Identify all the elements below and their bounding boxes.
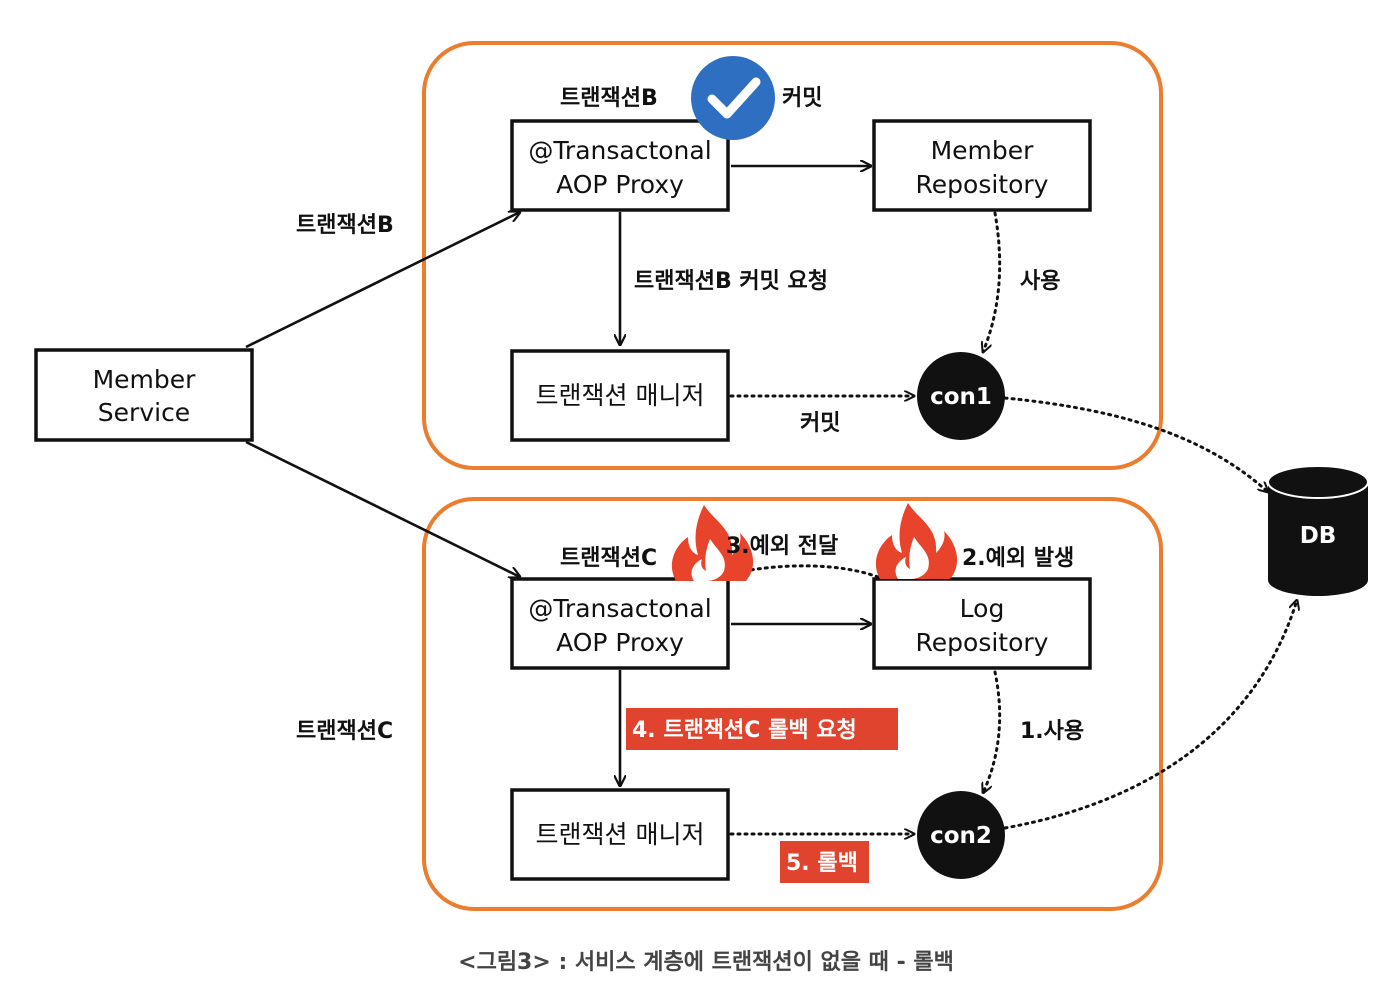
arrow-service-to-proxy-b: [245, 212, 520, 349]
transaction-c-group: [422, 497, 1163, 911]
exception-occur-label: 2.예외 발생: [962, 546, 1074, 571]
arrow-service-to-proxy-c: [245, 440, 520, 577]
con1-label: con1: [930, 384, 992, 410]
dotted-member-repo-to-con1: [983, 211, 1002, 352]
member-repository-line2: Repository: [916, 170, 1049, 199]
log-repository-line1: Log: [960, 594, 1005, 623]
transaction-manager-c-label: 트랜잭션 매니저: [536, 820, 705, 849]
database-node: DB: [1267, 465, 1369, 596]
dotted-log-repo-to-con2: [983, 670, 1002, 793]
rollback-label: 5. 롤백: [786, 851, 858, 876]
log-repository-node: Log Repository: [872, 577, 1092, 670]
transaction-b-left-label: 트랜잭션B: [296, 213, 394, 238]
con1-node: con1: [917, 352, 1005, 440]
database-label: DB: [1300, 523, 1337, 549]
aop-proxy-c-line2: AOP Proxy: [556, 628, 684, 657]
fire-icon: [671, 505, 754, 581]
member-service-node: Member Service: [34, 348, 254, 442]
con2-label: con2: [930, 823, 992, 849]
use-b-label: 사용: [1020, 269, 1060, 294]
use-c-label: 1.사용: [1020, 719, 1084, 744]
transaction-b-top-label: 트랜잭션B: [560, 86, 658, 111]
aop-proxy-c-line1: @Transactonal: [528, 594, 711, 623]
transaction-b-commit-request-label: 트랜잭션B 커밋 요청: [634, 269, 828, 294]
member-service-line2: Service: [98, 398, 190, 427]
rollback-badge: 5. 롤백: [780, 841, 869, 883]
commit-top-label: 커밋: [782, 86, 822, 111]
log-repository-line2: Repository: [916, 628, 1049, 657]
member-service-line1: Member: [93, 365, 197, 394]
dotted-con1-to-db: [1003, 396, 1268, 492]
member-repository-node: Member Repository: [872, 119, 1092, 212]
rollback-request-label: 4. 트랜잭션C 롤백 요청: [632, 718, 857, 743]
aop-proxy-c-node: @Transactonal AOP Proxy: [510, 577, 730, 670]
check-circle-icon: [691, 56, 775, 140]
transaction-manager-b-node: 트랜잭션 매니저: [510, 349, 730, 442]
rollback-request-badge: 4. 트랜잭션C 롤백 요청: [626, 708, 898, 750]
aop-proxy-b-node: @Transactonal AOP Proxy: [510, 119, 730, 212]
transaction-c-left-label: 트랜잭션C: [296, 719, 393, 744]
transaction-manager-b-label: 트랜잭션 매니저: [536, 381, 705, 410]
member-repository-line1: Member: [931, 136, 1035, 165]
commit-b-label: 커밋: [800, 411, 840, 436]
con2-node: con2: [917, 791, 1005, 879]
exception-pass-label: 3.예외 전달: [726, 534, 838, 559]
transaction-manager-c-node: 트랜잭션 매니저: [510, 788, 730, 881]
fire-icon: [875, 503, 958, 579]
transaction-c-top-label: 트랜잭션C: [560, 546, 657, 571]
transaction-b-group: [422, 41, 1163, 470]
aop-proxy-b-line2: AOP Proxy: [556, 170, 684, 199]
figure-caption: <그림3> : 서비스 계층에 트랜잭션이 없을 때 - 롤백: [458, 950, 954, 975]
aop-proxy-b-line1: @Transactonal: [528, 136, 711, 165]
